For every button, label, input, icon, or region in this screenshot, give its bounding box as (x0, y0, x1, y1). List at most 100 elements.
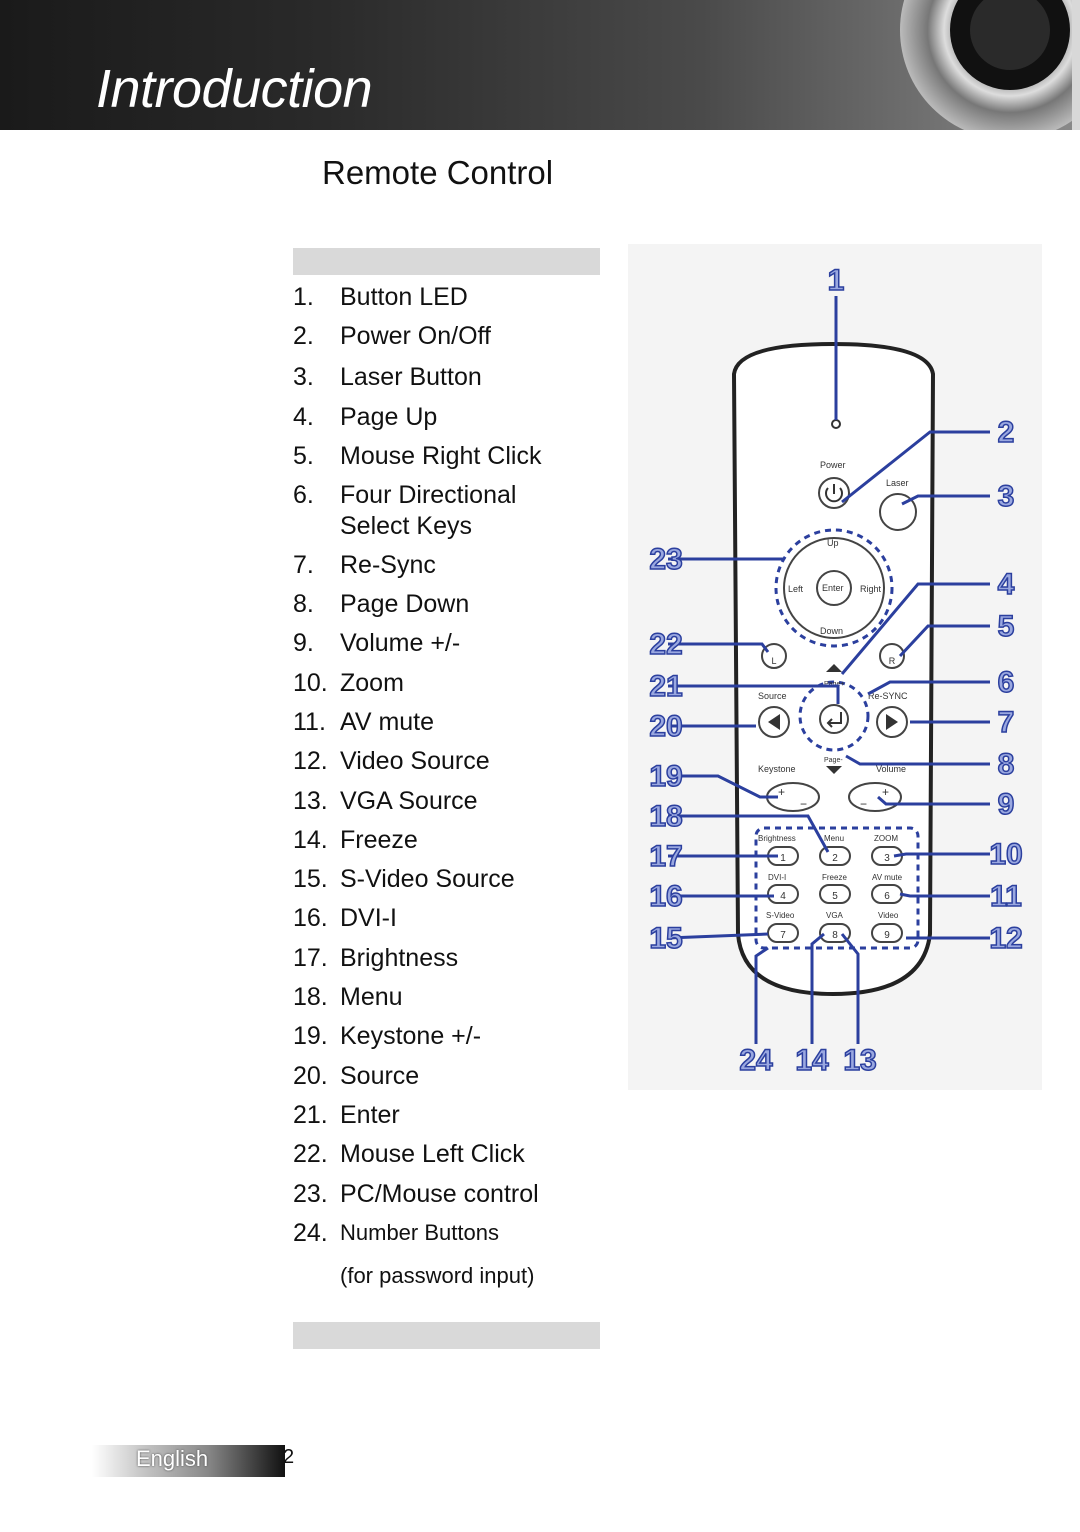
power-icon (825, 484, 843, 503)
list-item-label: Page Down (340, 590, 470, 618)
enter-source-button (819, 704, 849, 734)
number-key-7 (767, 923, 799, 943)
list-item-number: 13. (293, 787, 328, 815)
list-item-number: 18. (293, 983, 328, 1011)
list-item-number: 19. (293, 1022, 328, 1050)
list-item-number: 14. (293, 826, 328, 854)
list-item-label: Laser Button (340, 363, 482, 391)
callout-23: 23 (649, 543, 682, 576)
list-item-number: 3. (293, 363, 314, 391)
list-item-label: Button LED (340, 283, 468, 311)
enter-arrow-icon (826, 712, 842, 728)
list-item-label: Four Directional (340, 481, 517, 509)
keystone-plus-icon: + (778, 785, 785, 799)
list-item-label: VGA Source (340, 787, 478, 815)
remote-label-page-down: Page- (824, 757, 843, 764)
callout-6: 6 (998, 666, 1015, 699)
callout-5: 5 (998, 610, 1015, 643)
remote-label-freeze: Freeze (822, 873, 847, 882)
callout-13: 13 (843, 1044, 876, 1077)
list-item-label: S-Video Source (340, 865, 515, 893)
list-item-number: 11. (293, 708, 326, 736)
remote-label-menu: Menu (824, 834, 844, 843)
callout-lines (667, 296, 990, 1044)
list-item-number: 20. (293, 1062, 328, 1090)
callout-17: 17 (649, 840, 682, 873)
list-item-number: 5. (293, 442, 314, 470)
list-item-label: Mouse Left Click (340, 1140, 525, 1168)
list-item-number: 21. (293, 1101, 328, 1129)
list-item-number: 23. (293, 1180, 328, 1208)
remote-label-keystone: Keystone (758, 764, 796, 774)
callout-18: 18 (649, 800, 682, 833)
number-key-9 (871, 923, 903, 943)
callout-16: 16 (649, 880, 682, 913)
footer-language: English (136, 1446, 209, 1471)
source-left-icon (768, 714, 780, 730)
list-item-number: 15. (293, 865, 328, 893)
list-item-number: 7. (293, 551, 314, 579)
list-item-label: Mouse Right Click (340, 442, 542, 470)
remote-label-power: Power (820, 460, 846, 470)
callout-3: 3 (998, 480, 1015, 513)
list-item-label: AV mute (340, 708, 435, 736)
section-title: Remote Control (322, 154, 554, 191)
callout-9: 9 (998, 788, 1015, 821)
remote-label-avmute: AV mute (872, 873, 903, 882)
list-item-label: (for password input) (340, 1263, 535, 1288)
remote-label-volume: Volume (876, 764, 906, 774)
page-up-icon (826, 664, 842, 672)
callout-14: 14 (795, 1044, 829, 1077)
list-item-number: 6. (293, 481, 314, 509)
callout-11: 11 (990, 880, 1022, 913)
remote-control-diagram: Power Laser Enter Up Down Left Right L R… (628, 244, 1042, 1090)
list-item-label: Video Source (340, 747, 490, 775)
remote-label-brightness: Brightness (758, 834, 796, 843)
callout-10: 10 (989, 838, 1022, 871)
list-item-label: Page Up (340, 403, 438, 431)
remote-label-resync: Re-SYNC (868, 691, 908, 701)
list-item-label: Keystone +/- (340, 1022, 482, 1050)
number-key-5 (819, 884, 851, 904)
number-key-8-label: 8 (832, 930, 838, 941)
remote-label-source: Source (758, 691, 787, 701)
page-down-icon (826, 766, 842, 774)
callout-numbers: 1 2 3 4 5 6 7 8 9 10 11 12 13 14 15 16 1… (649, 263, 1024, 1078)
remote-label-enter: Enter (822, 583, 844, 593)
callout-20: 20 (649, 710, 682, 743)
list-item-label: Freeze (340, 826, 418, 854)
volume-minus-icon: − (860, 797, 867, 811)
list-item-label: Re-Sync (340, 551, 436, 579)
number-key-6-label: 6 (884, 891, 890, 902)
list-item-number: 24. (293, 1219, 328, 1247)
page-cluster-outline (798, 680, 870, 752)
page-header: Introduction (0, 0, 1080, 130)
bottom-divider-bar (293, 1322, 600, 1349)
list-item-label: Enter (340, 1101, 400, 1129)
list-item-label: Power On/Off (340, 322, 491, 350)
mouse-right-button (879, 643, 905, 669)
number-key-7-label: 7 (780, 930, 786, 941)
page-header-title: Introduction (96, 59, 373, 119)
enter-button (816, 570, 852, 606)
callout-12: 12 (989, 922, 1022, 955)
list-item-number: 16. (293, 904, 328, 932)
remote-label-laser: Laser (886, 478, 909, 488)
list-item-label: DVI-I (340, 904, 397, 932)
footer-language-bar (92, 1445, 285, 1477)
list-item-label: Select Keys (340, 512, 473, 540)
list-item-label: Menu (340, 983, 403, 1011)
callout-1: 1 (828, 264, 845, 297)
remote-label-left: Left (788, 584, 804, 594)
volume-plus-icon: + (882, 785, 889, 799)
list-item-label: Brightness (340, 944, 459, 972)
callout-15: 15 (649, 922, 682, 955)
list-item-number: 8. (293, 590, 314, 618)
list-item-label: Volume +/- (340, 629, 461, 657)
page-number: 2 (283, 1446, 295, 1468)
remote-label-r: R (889, 656, 896, 666)
list-item-label: Zoom (340, 669, 404, 697)
remote-label-zoom: ZOOM (874, 834, 898, 843)
list-item-label: Number Buttons (340, 1220, 499, 1245)
list-item-number: 22. (293, 1140, 328, 1168)
